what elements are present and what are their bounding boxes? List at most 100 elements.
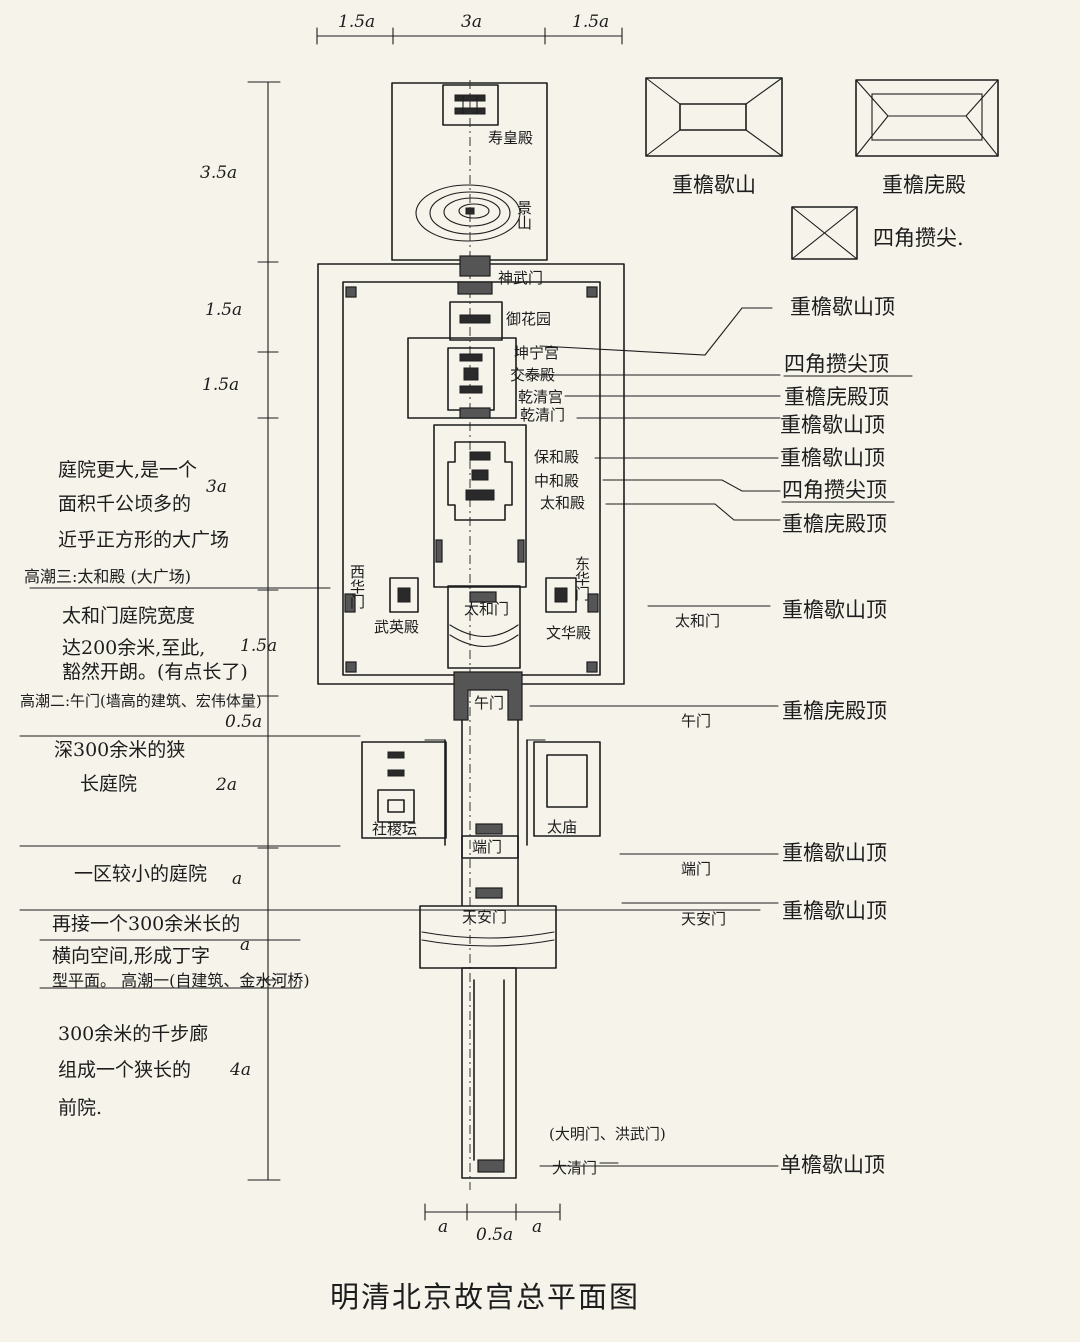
- roof-label-2: 四角攒尖顶: [784, 352, 889, 376]
- note6-line3: 前院.: [58, 1097, 102, 1119]
- dim-side-10: 4a: [229, 1060, 251, 1080]
- legend: 重檐歇山 重檐庑殿 四角攒尖.: [645, 77, 999, 260]
- roof-label-3: 重檐庑殿顶: [784, 385, 889, 409]
- building-yuhuayuan: 御花园: [449, 301, 551, 341]
- building-shenwumen: 神武门: [457, 255, 543, 295]
- note3-line2: 长庭院: [80, 773, 137, 795]
- note6-line2: 组成一个狭长的: [58, 1059, 191, 1081]
- label-shouhuangdian: 寿皇殿: [488, 129, 533, 147]
- note5-line2: 横向空间,形成丁字: [52, 945, 210, 967]
- section-dividers: [19, 587, 761, 989]
- note2-line2: 达200余米,至此,: [62, 637, 205, 659]
- right-label-taihemen: 太和门: [675, 612, 720, 630]
- dim-bottom-3: a: [532, 1217, 542, 1237]
- label-wumen: 午门: [474, 694, 504, 712]
- leader-lines: [524, 307, 781, 1167]
- label-daqingmen-note: (大明门、洪武门): [549, 1125, 666, 1143]
- label-tiananmen: 天安门: [462, 908, 507, 926]
- label-donghuamen: 东华门: [573, 556, 591, 602]
- right-label-wumen: 午门: [681, 712, 711, 730]
- note2-line3: 豁然开朗。(有点长了): [62, 661, 248, 683]
- building-taimiao: 太庙: [533, 741, 601, 837]
- roof-label-8: 重檐歇山顶: [782, 598, 887, 622]
- building-tiananmen: 天安门: [419, 887, 557, 969]
- label-shejitan: 社稷坛: [372, 820, 417, 838]
- label-taimiao: 太庙: [547, 818, 577, 836]
- roof-label-11: 重檐歇山顶: [782, 899, 887, 923]
- dim-side-4: 3a: [206, 477, 227, 497]
- right-label-tiananmen: 天安门: [681, 910, 726, 928]
- label-wenhuadian: 文华殿: [546, 624, 591, 642]
- roof-label-10: 重檐歇山顶: [782, 841, 887, 865]
- note2-line4: 高潮二:午门(墙高的建筑、宏伟体量): [20, 692, 262, 710]
- legend-xieshan: 重檐歇山: [645, 77, 783, 197]
- label-yuhuayuan: 御花园: [506, 310, 551, 328]
- legend-wudian: 重檐庑殿: [855, 79, 999, 197]
- roof-label-12: 单檐歇山顶: [780, 1153, 885, 1177]
- building-wumen: 午门: [453, 671, 523, 721]
- note5-line1: 再接一个300余米长的: [52, 913, 240, 935]
- dim-side-6: 0.5a: [225, 712, 262, 732]
- legend-xieshan-label: 重檐歇山: [672, 173, 756, 197]
- note-tiananmen: 再接一个300余米长的 横向空间,形成丁字 型平面。 高潮一(自建筑、金水河桥): [52, 913, 310, 990]
- label-daqingmen: 大清门: [552, 1159, 597, 1177]
- dim-side-9: a: [240, 935, 250, 955]
- roof-label-1: 重檐歇山顶: [790, 295, 895, 319]
- note1-line4: 高潮三:太和殿 (大广场): [24, 567, 191, 586]
- legend-zuanjian: 四角攒尖.: [791, 206, 964, 260]
- label-wuyingdian: 武英殿: [374, 618, 419, 636]
- roof-label-6: 四角攒尖顶: [782, 478, 887, 502]
- dim-side-2: 1.5a: [205, 300, 242, 320]
- label-xihuamen: 西华门: [348, 564, 366, 610]
- note4-line1: 一区较小的庭院: [74, 863, 207, 885]
- label-qianqinggong: 乾清宫: [518, 388, 563, 406]
- dim-side-5: 1.5a: [240, 636, 277, 656]
- note-duanmen-court: 一区较小的庭院: [74, 863, 207, 885]
- taihemen-courtyard: 太和门: [447, 585, 521, 669]
- label-baohedian: 保和殿: [534, 448, 579, 466]
- bottom-dimension: a 0.5a a: [424, 1203, 561, 1245]
- side-dimension: 3.5a 1.5a 1.5a 3a 1.5a 0.5a 2a a a 4a: [200, 81, 281, 1181]
- jingshan-hill: [415, 184, 521, 242]
- roof-label-5: 重檐歇山顶: [780, 446, 885, 470]
- dim-side-8: a: [232, 869, 242, 889]
- label-kunninggong: 坤宁宫: [514, 344, 559, 362]
- label-shenwumen: 神武门: [498, 269, 543, 287]
- note-front-corridor: 300余米的千步廊 组成一个狭长的 前院.: [58, 1023, 208, 1119]
- label-duanmen: 端门: [472, 838, 502, 856]
- dim-top-3: 1.5a: [572, 12, 609, 32]
- building-wenhuadian: 文华殿: [545, 577, 591, 642]
- note1-line2: 面积千公顷多的: [58, 493, 191, 515]
- page-title: 明清北京故宫总平面图: [330, 1280, 640, 1314]
- note2-line1: 太和门庭院宽度: [62, 605, 195, 627]
- roof-label-9: 重檐庑殿顶: [782, 699, 887, 723]
- note-taihedian: 庭院更大,是一个 面积千公顷多的 近乎正方形的大广场 高潮三:太和殿 (大广场): [24, 459, 229, 586]
- outer-court: 保和殿 中和殿 太和殿: [433, 424, 585, 588]
- note1-line1: 庭院更大,是一个: [58, 459, 197, 481]
- side-gates: 西华门 东华门: [344, 556, 599, 613]
- note6-line1: 300余米的千步廊: [58, 1023, 208, 1045]
- inner-court: 坤宁宫 交泰殿 乾清宫 乾清门: [407, 337, 565, 424]
- label-taihemen: 太和门: [464, 600, 509, 618]
- label-qianqingmen: 乾清门: [520, 406, 565, 424]
- dim-top-2: 3a: [461, 12, 482, 32]
- dim-bottom-2: 0.5a: [476, 1225, 513, 1245]
- note-wumen-court: 深300余米的狭 长庭院: [54, 739, 185, 795]
- right-label-duanmen: 端门: [681, 860, 711, 878]
- building-duanmen: 端门: [461, 823, 519, 859]
- note5-line3: 型平面。 高潮一(自建筑、金水河桥): [52, 971, 310, 990]
- label-taihedian: 太和殿: [540, 494, 585, 512]
- dim-top-1: 1.5a: [338, 12, 375, 32]
- legend-wudian-label: 重檐庑殿: [882, 173, 966, 197]
- building-shejitan: 社稷坛: [361, 741, 447, 839]
- roof-label-4: 重檐歇山顶: [780, 413, 885, 437]
- dim-side-7: 2a: [215, 775, 237, 795]
- note-taihemen: 太和门庭院宽度 达200余米,至此, 豁然开朗。(有点长了) 高潮二:午门(墙高…: [20, 605, 262, 710]
- roof-label-7: 重檐庑殿顶: [782, 512, 887, 536]
- southern-corridor: [424, 719, 546, 906]
- dim-side-1: 3.5a: [200, 163, 237, 183]
- label-zhonghedian: 中和殿: [534, 472, 579, 490]
- note1-line3: 近乎正方形的大广场: [58, 529, 229, 551]
- front-corridor: [461, 967, 517, 1179]
